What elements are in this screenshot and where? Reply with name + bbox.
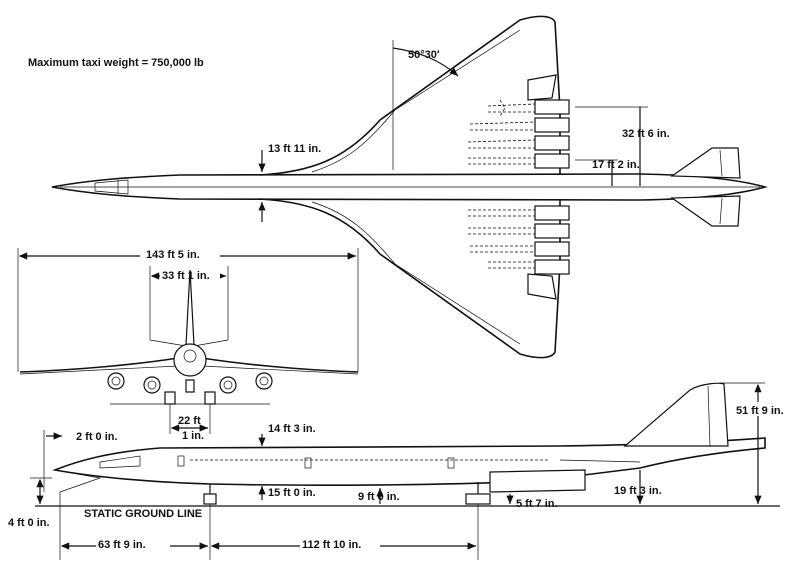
gear-track-label-b: 1 in. xyxy=(182,430,204,442)
tail-span-label: 33 ft 1 in. xyxy=(162,270,210,282)
plan-engines-lower xyxy=(468,205,570,275)
fuselage-width-label: 13 ft 11 in. xyxy=(268,143,321,155)
plan-tail-upper xyxy=(670,147,741,179)
plan-view: 50°30′ 13 ft 11 in. 32 ft 6 in. 17 ft 2 … xyxy=(51,15,768,359)
nose-height-label: 2 ft 0 in. xyxy=(76,431,118,443)
plan-engines-upper xyxy=(467,99,570,169)
plan-tail-lower xyxy=(670,195,741,227)
side-view: STATIC GROUND LINE 2 ft 0 in. 14 ft 3 in… xyxy=(8,382,796,560)
max-taxi-weight-label: Maximum taxi weight = 750,000 lb xyxy=(28,57,204,69)
engine-height-label: 19 ft 3 in. xyxy=(614,485,662,497)
plan-fuselage xyxy=(51,173,768,201)
side-fuselage xyxy=(52,437,766,486)
side-vertical-tail xyxy=(623,382,729,447)
wingspan-label: 143 ft 5 in. xyxy=(146,249,200,261)
front-fuselage xyxy=(173,343,207,377)
tail-height-label: 51 ft 9 in. xyxy=(736,405,784,417)
wheelbase-label: 112 ft 10 in. xyxy=(302,539,361,551)
nose-to-gear-label: 63 ft 9 in. xyxy=(98,539,146,551)
sweep-angle-label: 50°30′ xyxy=(408,49,440,61)
main-gear-height-label: 9 ft 6 in. xyxy=(358,491,400,503)
plan-wing-lower xyxy=(259,198,561,359)
gear-track-label-a: 22 ft xyxy=(178,415,201,427)
nose-gear-height-label: 15 ft 0 in. xyxy=(268,487,316,499)
front-wings xyxy=(19,357,359,373)
engine-spacing-inner-label: 17 ft 2 in. xyxy=(592,159,640,171)
ground-line-label: STATIC GROUND LINE xyxy=(84,508,202,520)
nose-ground-label: 4 ft 0 in. xyxy=(8,517,50,529)
side-engine-pod xyxy=(489,469,586,493)
engine-ground-label: 5 ft 7 in. xyxy=(516,498,558,510)
front-view: 143 ft 5 in. 33 ft 1 in. 22 ft 1 in. xyxy=(17,246,359,442)
fuselage-depth-label: 14 ft 3 in. xyxy=(268,423,316,435)
engine-spacing-outer-label: 32 ft 6 in. xyxy=(622,128,670,140)
